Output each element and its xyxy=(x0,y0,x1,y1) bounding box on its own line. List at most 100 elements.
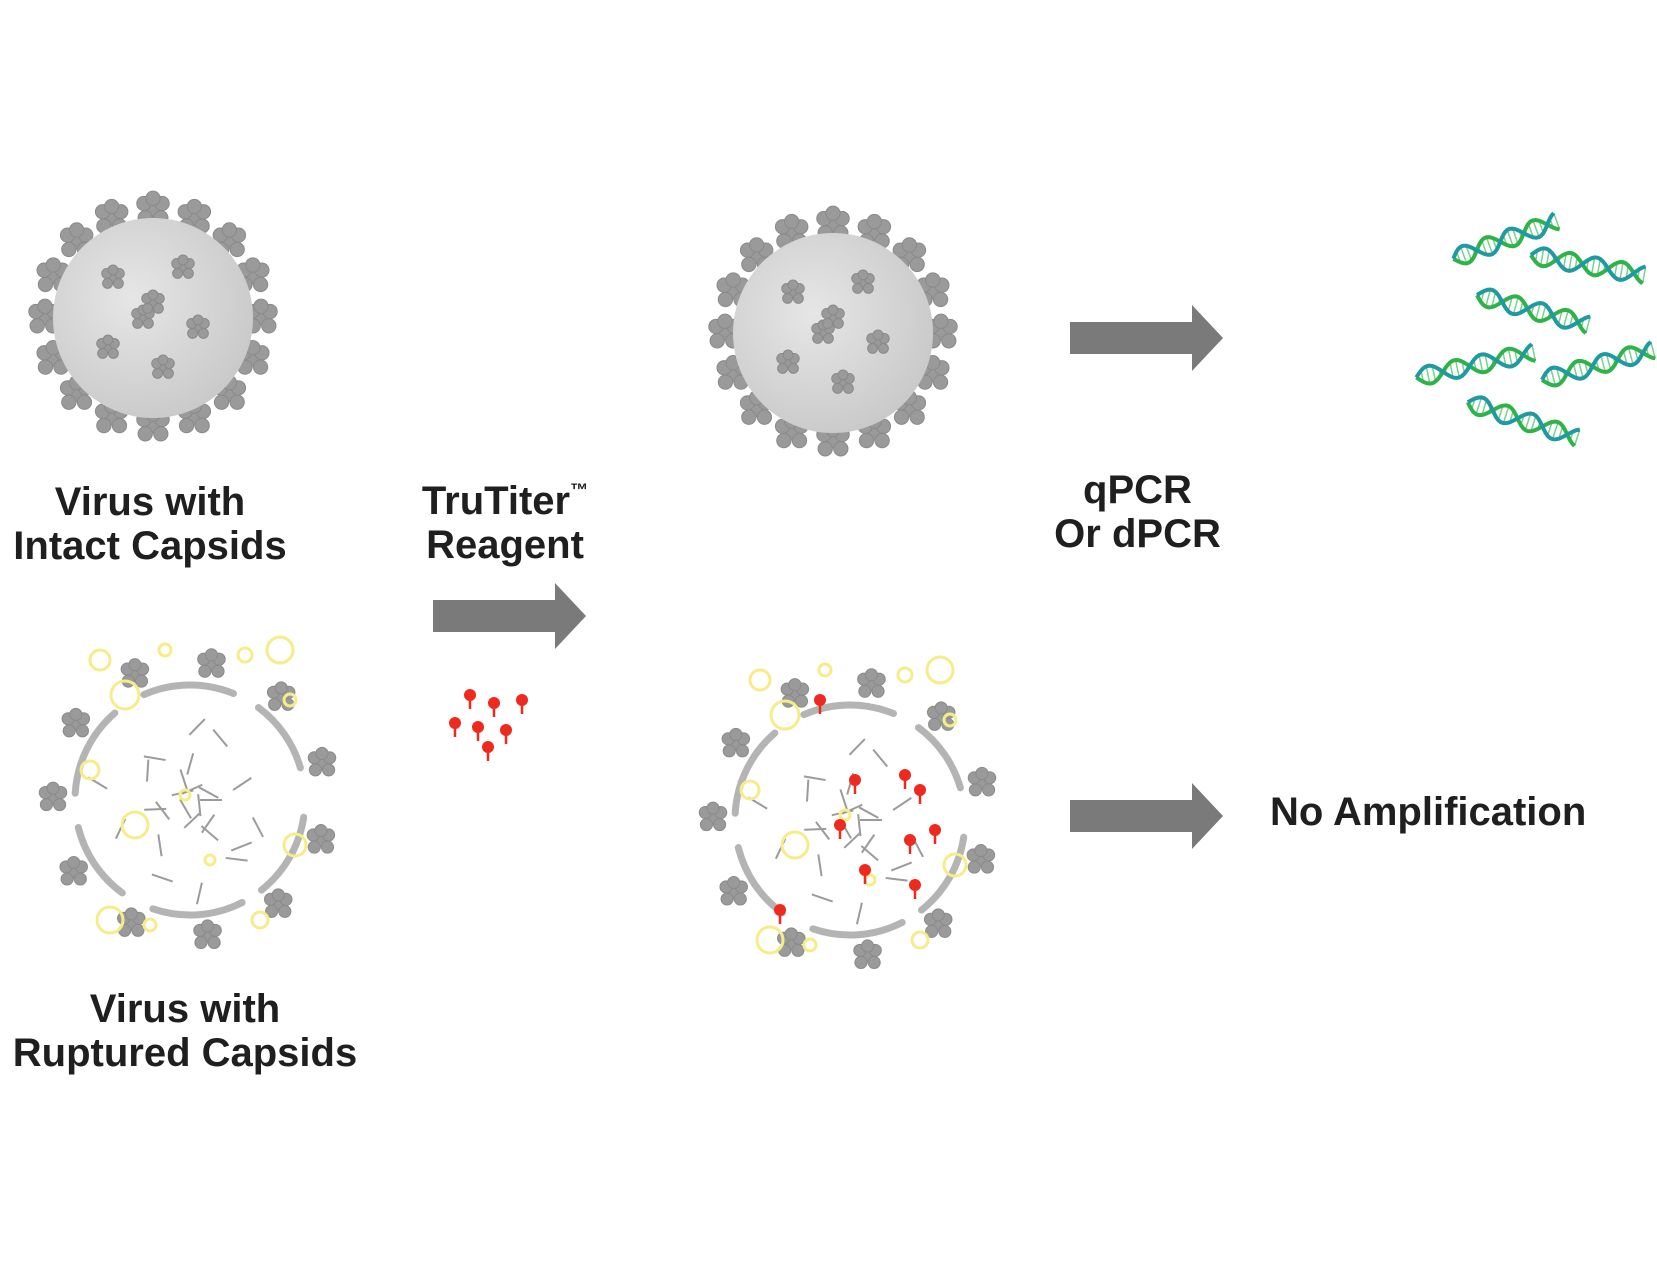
spike xyxy=(716,354,750,390)
probe-icon xyxy=(516,694,528,714)
debris-circle xyxy=(748,668,772,692)
probe-icon xyxy=(449,717,461,737)
debris-circle xyxy=(739,779,761,801)
spike xyxy=(721,727,751,758)
debris-circle xyxy=(95,905,125,935)
genome-fragment xyxy=(806,779,810,802)
capsid-fragment xyxy=(254,704,304,772)
intact-label-line1: Virus with xyxy=(54,480,246,524)
spike xyxy=(857,668,886,698)
debris-circle xyxy=(755,925,785,955)
trademark-mark: ™ xyxy=(570,480,589,500)
probe-icon xyxy=(488,697,500,717)
genome-fragment xyxy=(181,783,203,795)
process-arrows xyxy=(433,305,1223,849)
capsid-fragment xyxy=(257,813,308,894)
debris-circle xyxy=(142,917,158,933)
spike xyxy=(698,801,728,832)
arrow-icon xyxy=(433,583,586,649)
debris-circle xyxy=(910,930,930,950)
genome-fragment xyxy=(146,759,150,782)
dna-strand xyxy=(1475,287,1591,335)
probe-icon xyxy=(909,879,921,899)
debris-circle xyxy=(265,635,295,665)
spike xyxy=(186,314,210,339)
dna-strand xyxy=(1451,211,1561,266)
spike xyxy=(141,289,165,314)
probe-icon xyxy=(472,721,484,741)
debris-circle xyxy=(942,852,968,878)
genome-fragment xyxy=(201,814,216,834)
debris-circle xyxy=(282,832,308,858)
debris-circle xyxy=(120,810,150,840)
probe-icon xyxy=(814,694,826,714)
debris-circle xyxy=(802,937,818,953)
probe-icon xyxy=(464,689,476,709)
reagent-title: TruTiter™ xyxy=(380,468,630,523)
spike xyxy=(117,907,146,937)
genome-fragment xyxy=(804,827,827,831)
capsid-fragment xyxy=(809,918,906,939)
spike xyxy=(781,279,805,304)
pcr-line2: Or dPCR xyxy=(1054,512,1221,556)
probe-icon xyxy=(904,834,916,854)
spike xyxy=(821,304,845,329)
spike xyxy=(306,824,336,854)
intact-virus-icon xyxy=(708,205,958,457)
genome-fragment xyxy=(151,873,174,883)
genome-fragment xyxy=(890,861,913,872)
spike xyxy=(171,254,195,279)
spike xyxy=(101,264,125,289)
debris-circle xyxy=(282,692,298,708)
genome-fragment xyxy=(144,807,167,811)
capsid-fragment xyxy=(914,724,964,792)
genome-fragment xyxy=(892,797,912,811)
genome-fragment xyxy=(197,794,202,817)
spike xyxy=(966,844,996,874)
intact-capsids-label: Virus with Intact Capsids xyxy=(0,480,300,568)
genome-fragment xyxy=(179,798,192,819)
spike xyxy=(776,349,800,374)
dna-strand xyxy=(1466,395,1581,448)
ruptured-virus-icon xyxy=(38,635,337,950)
debris-circle xyxy=(79,759,101,781)
spike xyxy=(96,334,120,359)
genome-fragment xyxy=(232,777,252,791)
genome-fragment xyxy=(839,789,849,811)
arrow-icon xyxy=(1070,783,1223,849)
spike xyxy=(967,766,997,797)
spike xyxy=(193,919,222,950)
capsid-fragment xyxy=(74,824,126,897)
ruptured-capsids-label: Virus with Ruptured Capsids xyxy=(0,987,370,1075)
reagent-probes-icon xyxy=(449,689,528,761)
genome-fragment xyxy=(848,738,866,756)
reagent-word: Reagent xyxy=(426,523,584,567)
genome-fragment xyxy=(195,882,203,905)
genome-fragment xyxy=(188,718,206,736)
spike xyxy=(59,855,88,886)
capsid-body xyxy=(53,218,253,418)
genome-fragment xyxy=(212,728,229,748)
genome-fragment xyxy=(803,775,826,782)
spike xyxy=(853,939,882,970)
reagent-name: TruTiter xyxy=(421,479,571,523)
capsid-fragment xyxy=(140,681,237,699)
capsid-body xyxy=(733,233,933,433)
debris-circle xyxy=(157,642,173,658)
genome-fragment xyxy=(815,821,831,840)
spike xyxy=(719,875,748,906)
genome-fragment xyxy=(817,854,823,877)
debris-circle xyxy=(925,655,955,685)
capsid-fragment xyxy=(149,898,246,919)
genome-fragment xyxy=(857,814,862,837)
genome-fragment xyxy=(183,812,201,829)
spike xyxy=(307,746,337,777)
genome-fragment xyxy=(230,841,253,852)
genome-fragment xyxy=(225,856,248,862)
genome-fragment xyxy=(186,753,195,775)
capsid-fragment xyxy=(731,729,779,817)
spike xyxy=(136,190,170,226)
spike xyxy=(916,272,950,308)
spike xyxy=(866,329,890,354)
